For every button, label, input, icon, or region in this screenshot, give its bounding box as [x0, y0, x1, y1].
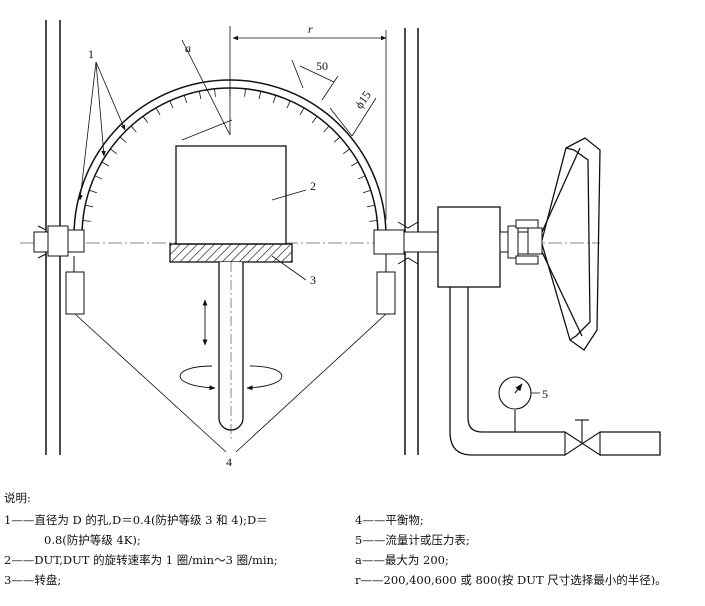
rotating-housing	[437, 206, 543, 288]
right-pivot	[373, 221, 439, 315]
legend: 说明: 1——直径为 D 的孔,D＝0.4(防护等级 3 和 4);D＝ 0.8…	[0, 484, 705, 606]
legend-item-r: r——200,400,600 或 800(按 DUT 尺寸选择最小的半径)。	[355, 573, 667, 587]
legend-item-1: 1——直径为 D 的孔,D＝0.4(防护等级 3 和 4);D＝	[4, 513, 268, 527]
handwheel	[541, 137, 601, 351]
label-a: a	[185, 41, 191, 55]
spray-hole-mark	[286, 100, 291, 109]
rotation-arrow	[179, 365, 283, 391]
legend-right-column: 4——平衡物; 5——流量计或压力表; a——最大为 200; r——200,4…	[355, 510, 667, 590]
spray-hole-mark	[363, 189, 371, 194]
spray-hole-mark	[351, 161, 359, 167]
spray-hole-mark	[183, 95, 188, 103]
spray-hole-mark	[366, 204, 375, 208]
spray-hole-mark	[198, 91, 202, 100]
callout-5: 5	[542, 387, 548, 401]
spray-hole-mark	[85, 204, 94, 208]
spray-hole-mark	[130, 125, 137, 133]
callout-2-leader	[271, 189, 307, 201]
turntable-shaft	[218, 262, 244, 440]
spray-hole-mark	[311, 116, 318, 123]
water-pipe	[449, 287, 661, 456]
label-phi15: ϕ15	[352, 88, 374, 111]
dimension-phi15	[329, 97, 377, 137]
spray-hole-mark	[214, 88, 216, 97]
spray-hole-mark	[323, 125, 330, 133]
dimension-r	[232, 30, 387, 220]
spray-hole-mark	[94, 175, 103, 180]
label-r: r	[308, 22, 313, 36]
spray-hole-mark	[369, 220, 378, 222]
spray-hole-mark	[357, 175, 366, 180]
spray-hole-mark	[89, 189, 97, 194]
label-50: 50	[316, 59, 328, 73]
callout-1: 1	[88, 47, 94, 61]
legend-item-3: 3——转盘;	[4, 573, 62, 587]
spray-hole-mark	[272, 95, 277, 103]
callout-3-leader	[271, 255, 307, 281]
callout-3: 3	[310, 273, 316, 287]
legend-item-4: 4——平衡物;	[355, 513, 424, 527]
left-pivot	[33, 225, 85, 315]
test-apparatus-diagram: a r 50 ϕ15 1 2 3 4	[20, 20, 661, 469]
spray-hole-mark	[119, 136, 127, 143]
dimension-50	[291, 59, 339, 101]
spray-hole-mark	[155, 107, 161, 115]
dimension-a	[181, 26, 233, 141]
legend-left-column: 1——直径为 D 的孔,D＝0.4(防护等级 3 和 4);D＝ 0.8(防护等…	[4, 510, 278, 590]
spray-hole-mark	[142, 116, 149, 123]
spray-hole-mark	[110, 148, 117, 155]
spray-hole-mark	[343, 148, 350, 155]
pressure-gauge	[498, 376, 532, 432]
spray-hole-mark	[82, 220, 91, 222]
spray-hole-mark	[299, 107, 305, 115]
spray-hole-mark	[169, 100, 174, 109]
legend-item-5: 5——流量计或压力表;	[355, 533, 470, 547]
counterweight-leaders	[74, 313, 387, 453]
spray-hole-mark	[258, 91, 262, 100]
turntable	[169, 243, 293, 263]
dut-box	[175, 145, 287, 245]
spray-hole-mark	[244, 88, 246, 97]
legend-title: 说明:	[4, 491, 31, 505]
legend-item-a: a——最大为 200;	[355, 553, 449, 567]
callout-4: 4	[226, 455, 232, 469]
valve	[564, 419, 601, 457]
legend-item-2: 2——DUT,DUT 的旋转速率为 1 圈/min～3 圈/min;	[4, 553, 278, 567]
callout-2: 2	[310, 179, 316, 193]
spray-hole-mark	[333, 136, 341, 143]
spray-hole-mark	[101, 161, 109, 167]
callout-1-leaders	[78, 61, 126, 201]
legend-item-1-cont: 0.8(防护等级 4K);	[44, 533, 141, 547]
